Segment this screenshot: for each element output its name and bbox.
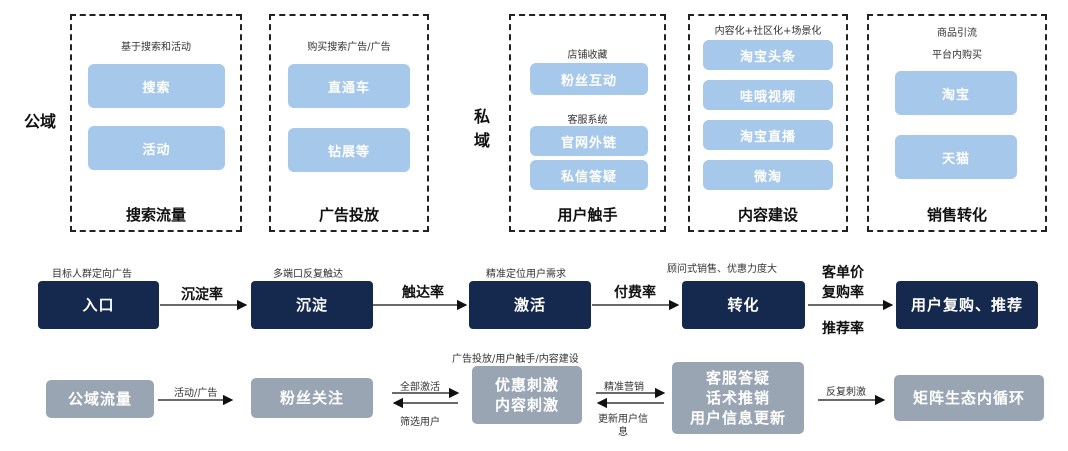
incentive-node: 优惠刺激 内容刺激 bbox=[472, 366, 582, 424]
store-favorite-caption: 店铺收藏 bbox=[567, 50, 608, 61]
fan-interaction-pill: 粉丝互动 bbox=[530, 63, 648, 95]
recommend-rate-label: 推荐率 bbox=[822, 321, 864, 337]
repeat-stimulus-label: 反复刺激 bbox=[826, 387, 866, 398]
private-domain-label: 私域 bbox=[474, 107, 491, 150]
ad-placement-caption: 购买搜索广告/广告 bbox=[307, 42, 391, 53]
update-user-info-label: 更新用户信 息 bbox=[598, 414, 648, 438]
wow-video-pill: 哇哦视频 bbox=[703, 80, 833, 110]
repurchase-node: 用户复购、推荐 bbox=[896, 281, 1038, 329]
settle-caption: 多端口反复触达 bbox=[273, 269, 343, 280]
public-traffic-node: 公域流量 bbox=[46, 380, 154, 418]
content-build-caption: 内容化+社区化+场景化 bbox=[714, 26, 822, 37]
activate-node: 激活 bbox=[469, 281, 591, 329]
repurchase-rate-label: 复购率 bbox=[822, 285, 864, 301]
pay-rate-label: 付费率 bbox=[614, 285, 656, 301]
search-traffic-title: 搜索流量 bbox=[125, 206, 186, 224]
content-build-box bbox=[688, 14, 848, 232]
through-train-pill: 直通车 bbox=[288, 64, 410, 108]
weitao-pill: 微淘 bbox=[703, 160, 833, 190]
convert-node: 转化 bbox=[682, 281, 805, 329]
search-pill: 搜索 bbox=[88, 64, 225, 108]
bottom-top-caption: 广告投放/用户触手/内容建设 bbox=[452, 354, 579, 365]
entry-caption: 目标人群定向广告 bbox=[52, 269, 132, 280]
customer-service-node: 客服答疑 话术推销 用户信息更新 bbox=[672, 362, 804, 434]
search-traffic-box bbox=[70, 14, 242, 232]
activate-caption: 精准定位用户需求 bbox=[486, 269, 566, 280]
entry-node: 入口 bbox=[38, 281, 159, 329]
taobao-live-pill: 淘宝直播 bbox=[703, 120, 833, 150]
reach-rate-label: 触达率 bbox=[402, 285, 444, 301]
customer-service-caption: 客服系统 bbox=[567, 115, 608, 126]
search-traffic-caption: 基于搜索和活动 bbox=[121, 42, 191, 53]
ad-placement-box bbox=[269, 14, 429, 232]
tmall-pill: 天猫 bbox=[895, 135, 1017, 179]
filter-users-label: 筛选用户 bbox=[400, 417, 440, 428]
taobao-headline-pill: 淘宝头条 bbox=[703, 40, 833, 70]
avg-order-label: 客单价 bbox=[822, 265, 864, 281]
official-link-pill: 官网外链 bbox=[530, 126, 648, 156]
sales-conversion-title: 销售转化 bbox=[926, 206, 987, 224]
activate-all-label: 全部激活 bbox=[400, 382, 440, 393]
settle-node: 沉淀 bbox=[251, 281, 373, 329]
convert-caption: 顾问式销售、优惠力度大 bbox=[667, 264, 777, 275]
user-touch-title: 用户触手 bbox=[557, 206, 618, 224]
taobao-pill: 淘宝 bbox=[895, 71, 1017, 115]
content-build-title: 内容建设 bbox=[737, 206, 798, 224]
dm-answer-pill: 私信答疑 bbox=[530, 160, 648, 190]
matrix-loop-node: 矩阵生态内循环 bbox=[894, 375, 1044, 421]
public-domain-label: 公域 bbox=[24, 112, 57, 131]
precise-marketing-label: 精准营销 bbox=[604, 382, 644, 393]
user-touch-box bbox=[509, 14, 666, 232]
product-traffic-caption: 商品引流 bbox=[937, 28, 977, 39]
activity-ad-label: 活动/广告 bbox=[174, 388, 218, 399]
activity-pill: 活动 bbox=[88, 126, 225, 170]
ad-placement-title: 广告投放 bbox=[318, 206, 379, 224]
sales-conversion-box bbox=[867, 14, 1047, 232]
diamond-booth-pill: 钻展等 bbox=[288, 128, 410, 172]
fan-follow-node: 粉丝关注 bbox=[251, 378, 373, 418]
in-platform-purchase-caption: 平台内购买 bbox=[932, 50, 982, 61]
settle-rate-label: 沉淀率 bbox=[181, 287, 223, 303]
